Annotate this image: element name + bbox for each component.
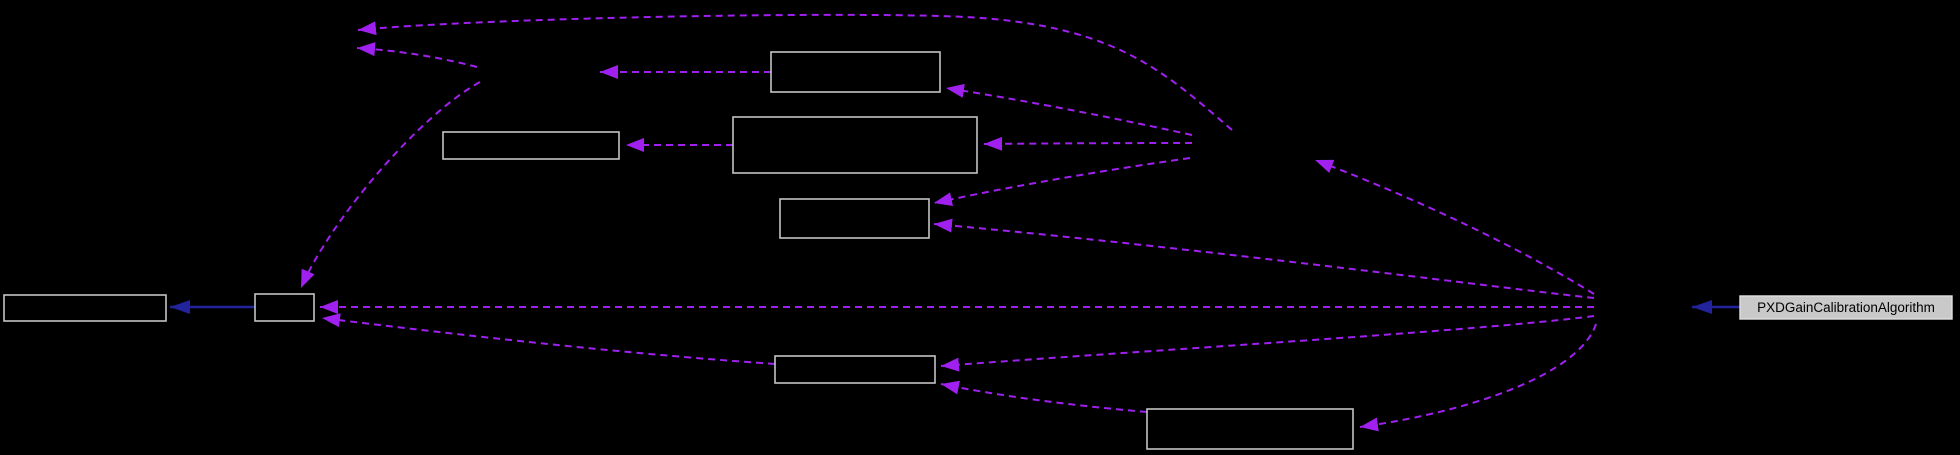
collaboration-edge: [940, 315, 1595, 372]
class-node-mid-left[interactable]: [442, 131, 620, 160]
main-class-node[interactable]: [1739, 295, 1953, 320]
class-node-far-left[interactable]: [3, 294, 167, 322]
collaboration-edge: [940, 380, 1148, 413]
collaboration-edge: [1314, 159, 1595, 295]
main-class-node-label[interactable]: PXDGainCalibrationAlgorithm: [1757, 300, 1935, 315]
class-node-bottom[interactable]: [1146, 408, 1354, 450]
collaboration-edge: [357, 13, 1233, 131]
collaboration-edge: [300, 81, 481, 289]
collaboration-edge: [933, 157, 1191, 207]
collaboration-edge: [356, 42, 478, 68]
class-node-small[interactable]: [254, 293, 315, 322]
collaboration-edge: [933, 218, 1595, 299]
class-node-top[interactable]: [770, 51, 941, 93]
class-node-large[interactable]: [732, 116, 978, 174]
collaboration-edge: [1359, 323, 1597, 432]
collaboration-edge: [945, 83, 1193, 136]
collaboration-edge: [983, 136, 1193, 151]
class-node-lower-mid[interactable]: [774, 355, 936, 384]
class-node-row3[interactable]: [779, 198, 930, 239]
collaboration-edge: [321, 313, 776, 365]
